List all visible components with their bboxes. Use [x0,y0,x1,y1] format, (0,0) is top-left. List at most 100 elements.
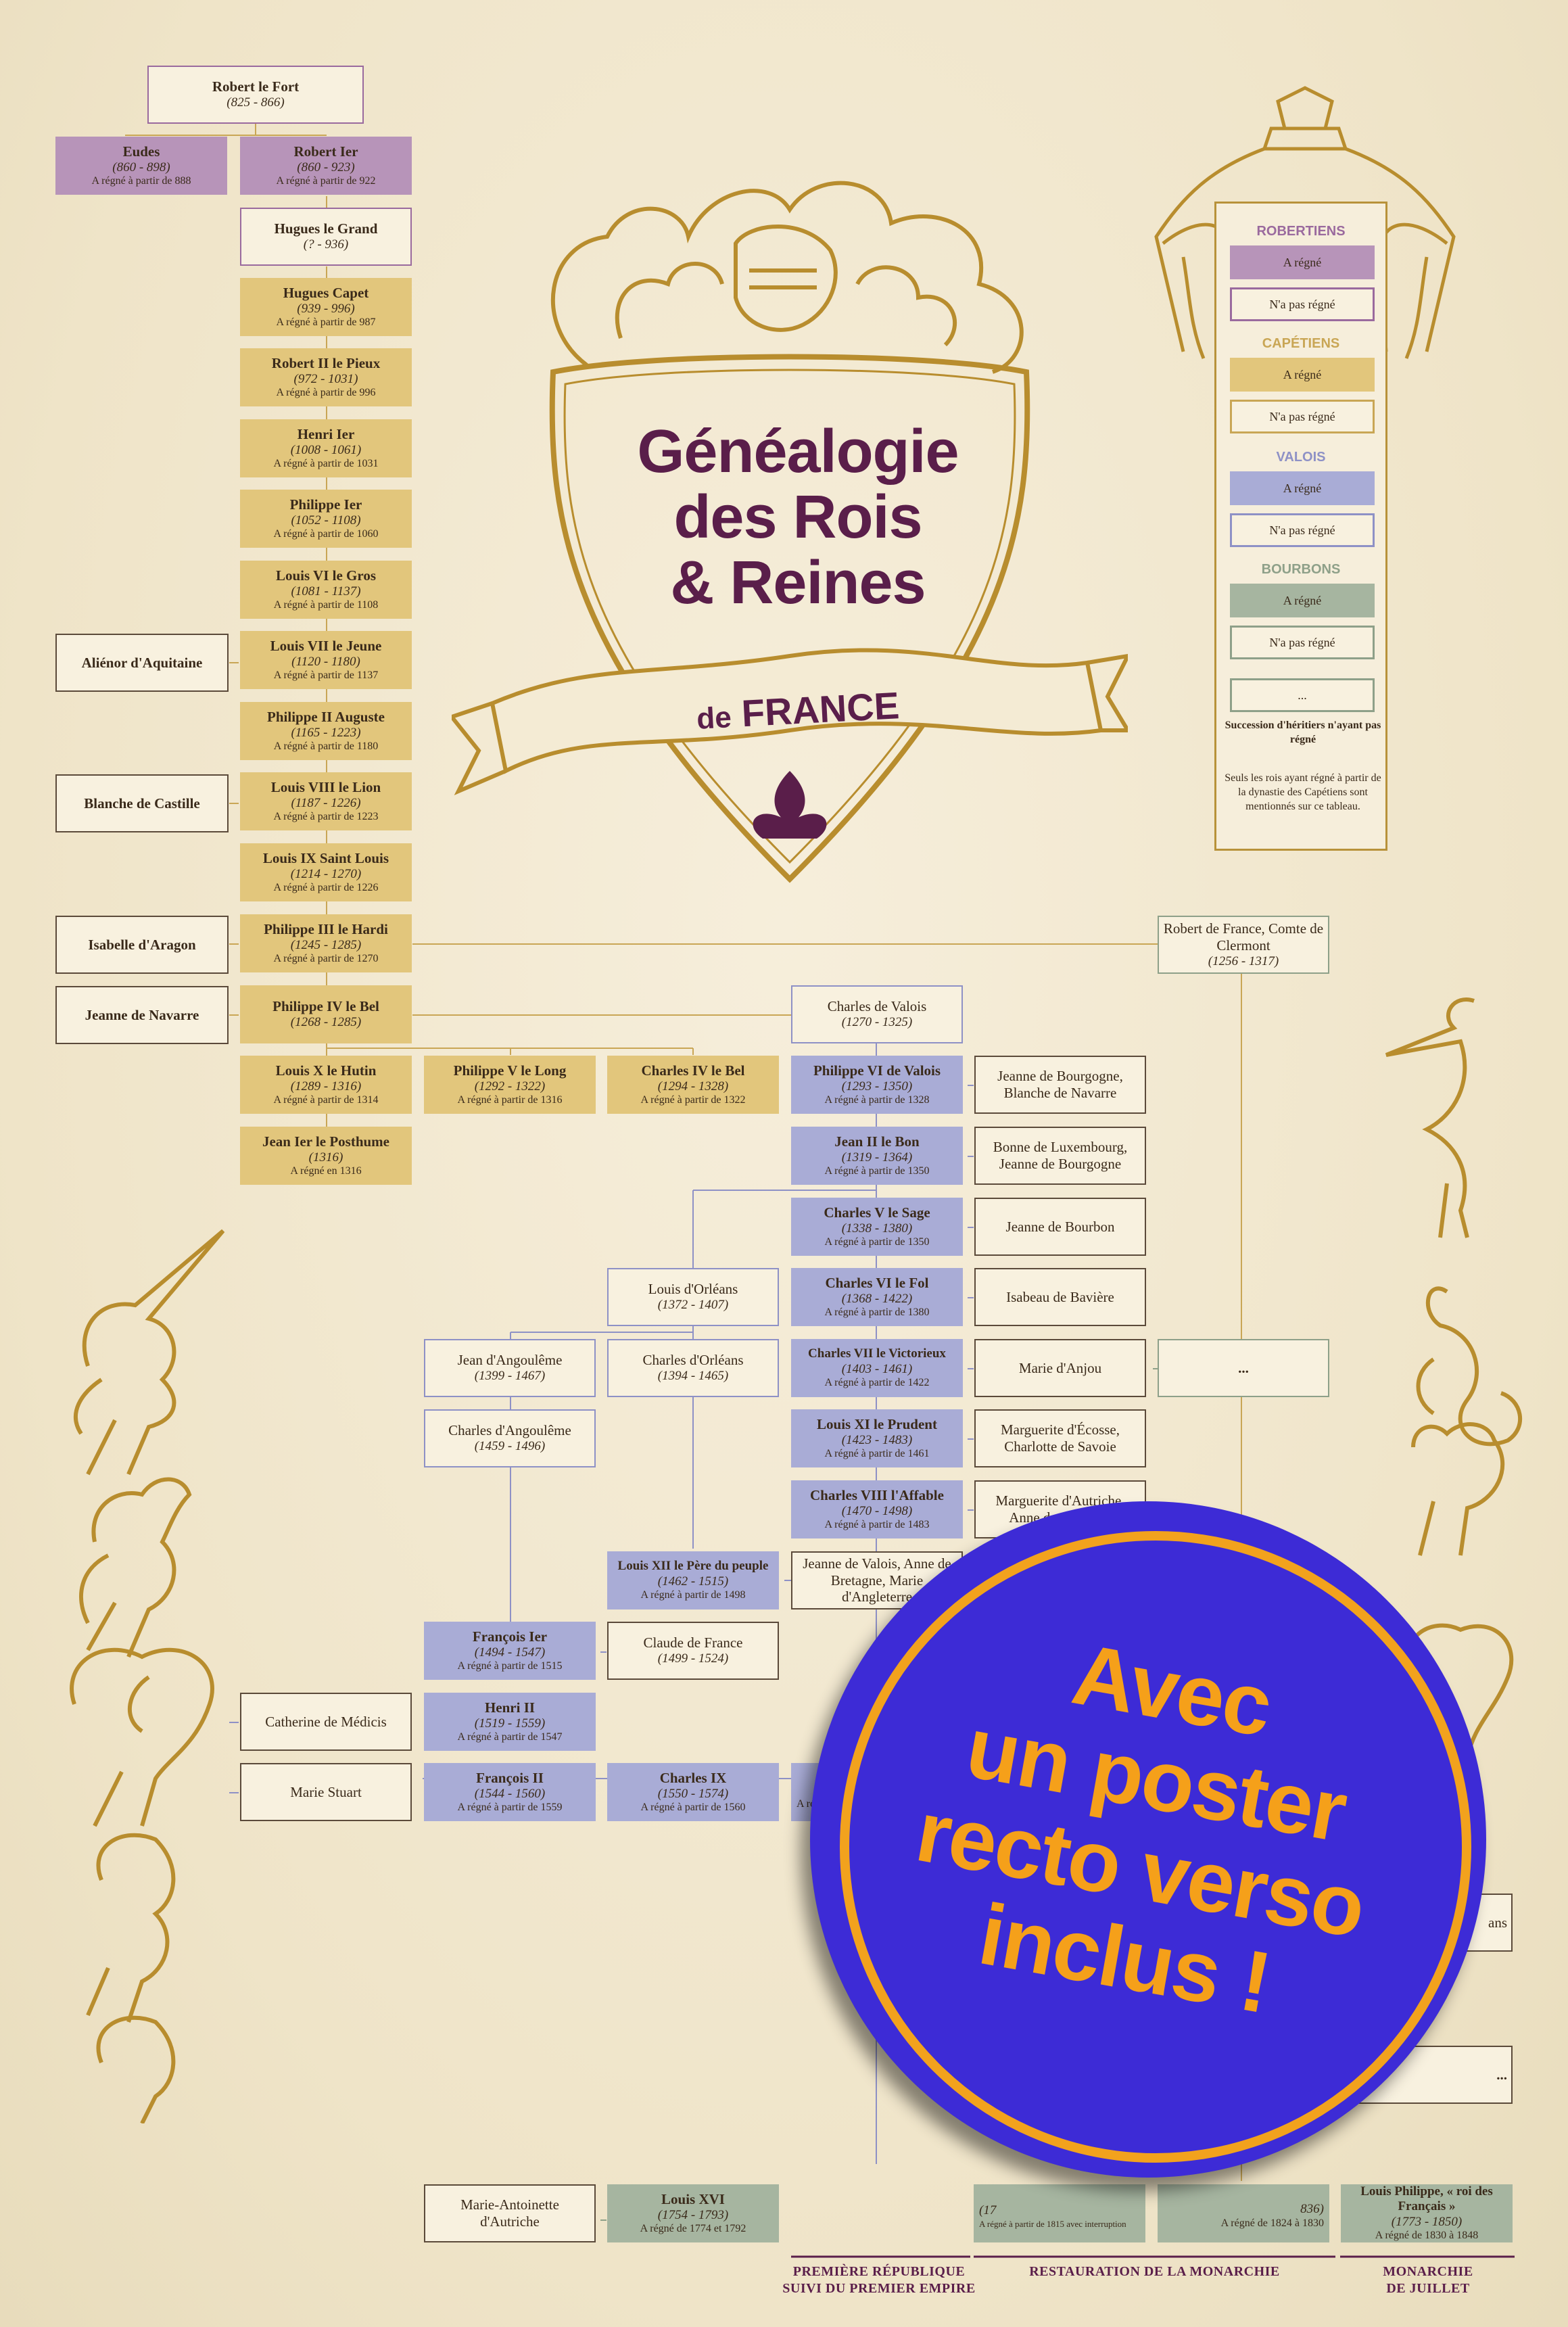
person-name: Louis XVI [661,2190,725,2207]
person-dates: (1494 - 1547) [474,1645,546,1660]
person-jean-2: Jean II le Bon(1319 - 1364)A régné à par… [791,1127,963,1185]
person-name: Louis XII le Père du peuple [617,1559,769,1574]
spouse-philippe-6: Jeanne de Bourgogne, Blanche de Navarre [974,1056,1146,1114]
person-dates: (1423 - 1483) [841,1432,913,1447]
person-reign: A régné à partir de 1316 [457,1094,563,1106]
era-line: PREMIÈRE RÉPUBLIQUE [792,2264,966,2279]
era-first-republic: PREMIÈRE RÉPUBLIQUE SUIVI DU PREMIER EMP… [778,2263,980,2297]
person-reign: A régné à partir de 1060 [273,528,379,540]
person-hugues-le-grand: Hugues le Grand (? - 936) [240,208,412,266]
person-name: Philippe VI de Valois [813,1062,941,1079]
person-charles-4: Charles IV le Bel(1294 - 1328)A régné à … [607,1056,779,1114]
person-dates: (860 - 898) [112,160,170,174]
legend-bourbons: BOURBONS [1261,562,1341,577]
person-louis-12: Louis XII le Père du peuple(1462 - 1515)… [607,1551,779,1609]
banner-de: de [696,701,732,736]
person-name: Henri Ier [297,425,355,442]
person-reign: A régné à partir de 1180 [273,741,379,753]
person-dates: (1052 - 1108) [291,513,361,527]
era-line: SUIVI DU PREMIER EMPIRE [782,2281,976,2296]
legend-ellipsis-box: ... [1230,678,1375,712]
person-dates: (1368 - 1422) [841,1291,913,1306]
person-louis-8: Louis VIII le Lion(1187 - 1226)A régné à… [240,772,412,830]
person-charles-angouleme: Charles d'Angoulême(1459 - 1496) [424,1409,596,1467]
person-name: Charles d'Orléans [642,1352,744,1369]
person-bourbon-ellipsis: ... [1158,1339,1329,1397]
person-charles-valois: Charles de Valois(1270 - 1325) [791,985,963,1043]
person-claude: Claude de France(1499 - 1524) [607,1622,779,1680]
person-name: Louis Philippe, « roi des Français » [1360,2184,1493,2214]
person-louis-7: Louis VII le Jeune(1120 - 1180)A régné à… [240,631,412,689]
person-reign: A régné à partir de 1270 [273,953,379,965]
legend-valois-not-reigned: N'a pas régné [1230,513,1375,547]
spouse-jeanne-navarre: Jeanne de Navarre [55,986,229,1044]
person-reign: A régné à partir de 1498 [640,1589,746,1601]
person-jean-angouleme: Jean d'Angoulême(1399 - 1467) [424,1339,596,1397]
person-hugues-capet: Hugues Capet(939 - 996)A régné à partir … [240,278,412,336]
person-robert-1: Robert Ier (860 - 923) A régné à partir … [240,137,412,195]
person-name: Charles VI le Fol [825,1274,929,1291]
person-dates: (1165 - 1223) [291,725,361,740]
person-dates: 836) [1300,2202,1324,2217]
person-name: François Ier [472,1628,548,1645]
person-name: Philippe Ier [289,496,362,513]
person-reign: A régné à partir de 1815 avec interrupti… [979,2218,1126,2229]
person-dates: (1550 - 1574) [657,1786,729,1801]
person-charles-9: Charles IX(1550 - 1574)A régné à partir … [607,1763,779,1821]
person-reign: A régné à partir de 1223 [273,811,379,823]
person-reign: A régné en 1316 [290,1165,362,1177]
person-reign: A régné à partir de 888 [91,175,191,187]
person-name: ans [1488,1914,1507,1931]
person-name: Isabeau de Bavière [1006,1288,1114,1305]
person-name: Robert de France, Comte de Clermont [1163,920,1324,954]
person-reign: A régné à partir de 1322 [640,1094,746,1106]
person-name: ... [1238,1359,1249,1376]
spouse-charles-6: Isabeau de Bavière [974,1268,1146,1326]
person-reign: A régné à partir de 1560 [640,1802,746,1814]
person-louis-16: Louis XVI(1754 - 1793)A régné de 1774 et… [607,2184,779,2242]
spouse-jean-2: Bonne de Luxembourg, Jeanne de Bourgogne [974,1127,1146,1185]
person-name: Eudes [122,143,160,160]
person-louis-6: Louis VI le Gros(1081 - 1137)A régné à p… [240,561,412,619]
promo-badge: Avec un poster recto verso inclus ! [810,1501,1486,2178]
person-dates: (1294 - 1328) [657,1079,729,1094]
spouse-blanche: Blanche de Castille [55,774,229,832]
person-philippe-4: Philippe IV le Bel(1268 - 1285) [240,985,412,1043]
person-name: Louis d'Orléans [648,1281,738,1298]
person-name: Charles d'Angoulême [448,1422,571,1439]
person-dates: (1319 - 1364) [841,1150,913,1165]
griffin-icon [70,1647,214,1827]
lion-icon [86,1833,176,2023]
legend-capetiens: CAPÉTIENS [1262,336,1340,351]
person-charles-6: Charles VI le Fol(1368 - 1422)A régné à … [791,1268,963,1326]
person-dates: (1120 - 1180) [291,654,360,669]
dragon-icon [1408,1623,1514,1759]
person-name: Robert le Fort [212,78,300,95]
person-reign: A régné à partir de 922 [276,175,376,187]
person-reign: A régné à partir de 987 [276,316,376,329]
person-name: Hugues le Grand [274,220,378,237]
unicorn-icon [73,1229,225,1476]
person-francois-1: François Ier(1494 - 1547)A régné à parti… [424,1622,596,1680]
person-dates: (860 - 923) [297,160,355,174]
person-dates: (? - 936) [303,237,349,252]
era-line: MONARCHIE [1383,2264,1473,2279]
person-name: Hugues Capet [283,284,369,301]
person-louis-philippe: Louis Philippe, « roi des Français »(177… [1341,2184,1513,2242]
person-dates: (1754 - 1793) [657,2207,729,2222]
person-name: Robert Ier [293,143,358,160]
spouse-marie-antoinette: Marie-Antoinette d'Autriche [424,2184,596,2242]
person-dates: (972 - 1031) [293,371,358,386]
spouse-charles-7: Marie d'Anjou [974,1339,1146,1397]
person-dates: (17 [979,2203,997,2218]
person-name: Jeanne de Navarre [85,1006,199,1023]
crest-illustration [452,181,1128,883]
person-reign: A régné à partir de 1559 [457,1802,563,1814]
person-name: Marie Stuart [290,1783,362,1800]
person-louis-10: Louis X le Hutin(1289 - 1316)A régné à p… [240,1056,412,1114]
person-dates: (1519 - 1559) [474,1716,546,1731]
legend-capetiens-not-reigned: N'a pas régné [1230,400,1375,433]
person-dates: (1081 - 1137) [291,584,361,598]
person-reign: A régné à partir de 1483 [824,1519,930,1531]
